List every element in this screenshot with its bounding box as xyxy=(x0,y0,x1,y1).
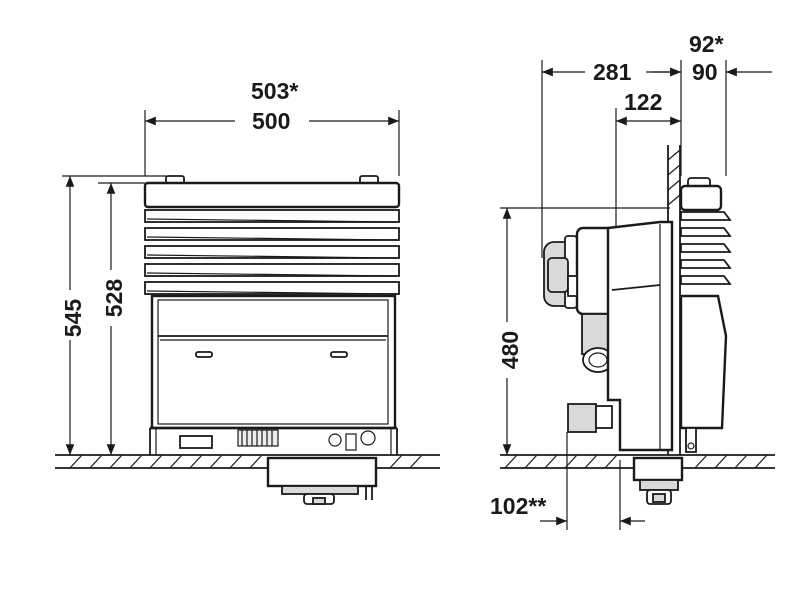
side-louvres xyxy=(680,211,732,285)
dim-label-offset: 90 xyxy=(692,59,718,85)
side-view: 281 92* 90 122 480 102** xyxy=(490,31,775,530)
heater-side-body xyxy=(543,177,732,505)
front-view: 503* 500 545 528 xyxy=(55,78,440,505)
dim-height-545: 545 xyxy=(60,176,86,455)
dim-width-500: 503* 500 xyxy=(145,78,399,134)
dim-label-offset-star: 92* xyxy=(689,31,724,57)
dim-offset-90: 92* 90 xyxy=(652,31,772,85)
heater-front-body xyxy=(143,175,401,505)
floor-front xyxy=(55,454,440,469)
dim-depth-281: 281 xyxy=(542,59,681,85)
dim-label-width-outer: 503* xyxy=(251,78,298,104)
dim-label-height-total: 545 xyxy=(60,299,86,338)
dim-label-wall-gap: 102** xyxy=(490,493,546,519)
front-louvres xyxy=(144,209,400,295)
dim-label-height-body: 528 xyxy=(101,279,127,318)
dim-gap-102: 102** xyxy=(490,493,645,526)
dim-label-depth-total: 281 xyxy=(593,59,632,85)
side-extension-lines xyxy=(500,60,727,530)
dim-label-width: 500 xyxy=(252,108,290,134)
dim-height-480: 480 xyxy=(497,208,523,455)
dim-duct-122: 122 xyxy=(616,89,681,126)
dim-label-duct-width: 122 xyxy=(624,89,662,115)
dim-height-528: 528 xyxy=(101,183,127,455)
dim-label-height-outlet: 480 xyxy=(497,331,523,369)
